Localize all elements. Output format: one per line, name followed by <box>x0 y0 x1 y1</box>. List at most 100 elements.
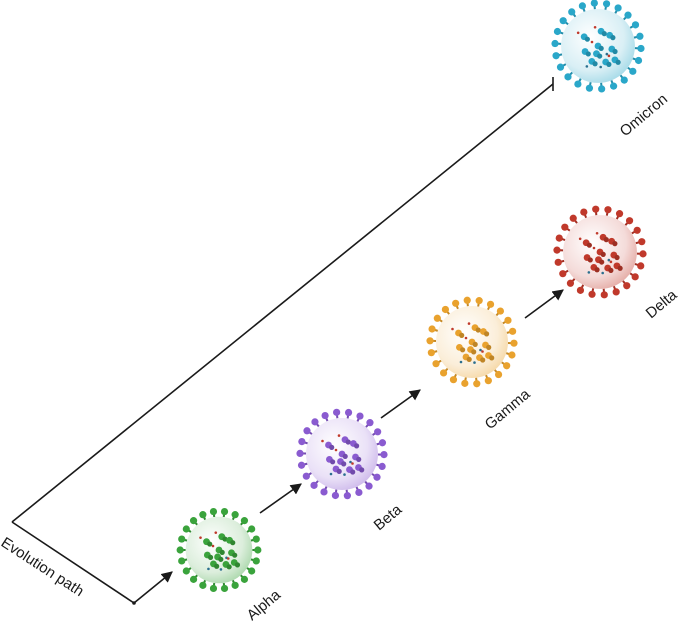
virus-dot <box>337 434 341 437</box>
virus-protein <box>586 242 592 248</box>
virus-protein <box>471 349 477 355</box>
virus-spike-head <box>248 567 256 575</box>
virus-spike-head <box>248 525 256 533</box>
virus-spike-head <box>378 462 386 471</box>
virus-spike-head <box>588 290 596 298</box>
virus-protein <box>341 461 347 467</box>
virus-dot <box>211 544 215 548</box>
virus-spike-head <box>508 351 516 359</box>
virus-spike-head <box>176 546 184 554</box>
virus-spike-head <box>553 27 562 36</box>
virus-spike-head <box>559 270 567 278</box>
virus-spike-head <box>639 250 647 258</box>
virus-dot <box>593 25 597 29</box>
virus-spike-head <box>178 535 186 543</box>
virus-dot <box>207 567 210 571</box>
virus-dot <box>473 361 476 364</box>
virus-spike-head <box>298 437 306 446</box>
virus-omicron-icon <box>551 0 645 93</box>
virus-protein <box>612 48 618 55</box>
virus-dot <box>329 472 333 476</box>
arrow-path-to-alpha <box>133 571 173 604</box>
virus-spike-head <box>569 214 577 222</box>
virus-spike-head <box>631 273 639 281</box>
virus-dot <box>343 473 346 476</box>
virus-spike-head <box>199 511 207 519</box>
virus-spike-head <box>566 279 575 287</box>
virus-protein <box>230 540 236 546</box>
virus-spike-head <box>609 82 618 90</box>
label-delta: Delta <box>643 286 681 322</box>
virus-dot <box>334 448 338 452</box>
label-beta: Beta <box>371 501 406 534</box>
virus-protein <box>226 564 232 570</box>
virus-spike-head <box>452 299 460 307</box>
virus-spike-head <box>428 325 436 333</box>
virus-spike-head <box>585 84 594 92</box>
virus-protein <box>615 59 621 65</box>
virus-dot <box>607 258 611 262</box>
virus-spike-head <box>310 481 318 489</box>
virus-spike-head <box>209 507 218 516</box>
virus-protein <box>584 36 590 42</box>
virus-spike-head <box>623 282 631 290</box>
virus-dot <box>214 531 218 534</box>
virus-spike-head <box>189 575 198 583</box>
virus-spike-head <box>333 408 341 416</box>
virus-protein <box>345 439 351 445</box>
virus-dot <box>609 260 613 264</box>
virus-spike-head <box>449 376 458 384</box>
virus-spike-head <box>486 300 495 308</box>
virus-spike-head <box>602 0 611 8</box>
virus-protein <box>600 251 606 257</box>
virus-protein <box>614 254 620 261</box>
virus-spike-head <box>556 63 565 71</box>
virus-protein <box>466 356 472 362</box>
virus-spike-head <box>637 44 645 53</box>
virus-gamma-icon <box>426 296 518 388</box>
virus-spike-head <box>503 362 511 370</box>
virus-protein <box>472 341 478 347</box>
virus-spike-head <box>220 584 229 593</box>
virus-spike-head <box>604 206 612 214</box>
virus-spike-head <box>199 581 207 589</box>
virus-spike-head <box>321 411 329 420</box>
virus-spike-head <box>441 305 450 314</box>
virus-protein <box>486 344 492 350</box>
evolution-path-lines <box>11 77 554 605</box>
virus-spike-head <box>600 291 608 299</box>
virus-spike-head <box>426 337 434 345</box>
virus-protein <box>606 61 612 67</box>
virus-spike-head <box>636 32 644 40</box>
virus-protein <box>612 241 618 247</box>
virus-spike-head <box>615 210 624 218</box>
virus-protein <box>342 453 348 459</box>
virus-spike-head <box>182 525 190 533</box>
label-gamma: Gamma <box>482 385 534 433</box>
virus-spike-head <box>374 428 382 436</box>
virus-spike-head <box>580 208 588 216</box>
virus-spike-head <box>355 488 363 497</box>
virus-spike-head <box>637 262 645 270</box>
virus-spike-head <box>638 238 646 246</box>
virus-spike-head <box>303 427 311 435</box>
virus-dot <box>467 322 471 325</box>
virus-dot <box>599 65 602 69</box>
virus-spike-head <box>343 492 351 500</box>
virus-spike-head <box>433 314 441 322</box>
virus-protein <box>603 237 609 243</box>
virus-spike-head <box>296 449 304 457</box>
virus-protein <box>597 53 603 59</box>
virus-spike-head <box>302 472 310 480</box>
virus-spike-head <box>553 246 561 254</box>
arrow-alpha-to-beta <box>259 483 302 514</box>
virus-protein <box>350 469 356 475</box>
virus-protein <box>598 45 604 52</box>
virus-spike-head <box>574 80 582 88</box>
virus-dot <box>479 348 482 352</box>
virus-dot <box>451 327 454 331</box>
virus-spike-head <box>552 52 560 60</box>
label-evolution-path: Evolution path <box>0 534 87 600</box>
virus-dot <box>351 462 354 465</box>
